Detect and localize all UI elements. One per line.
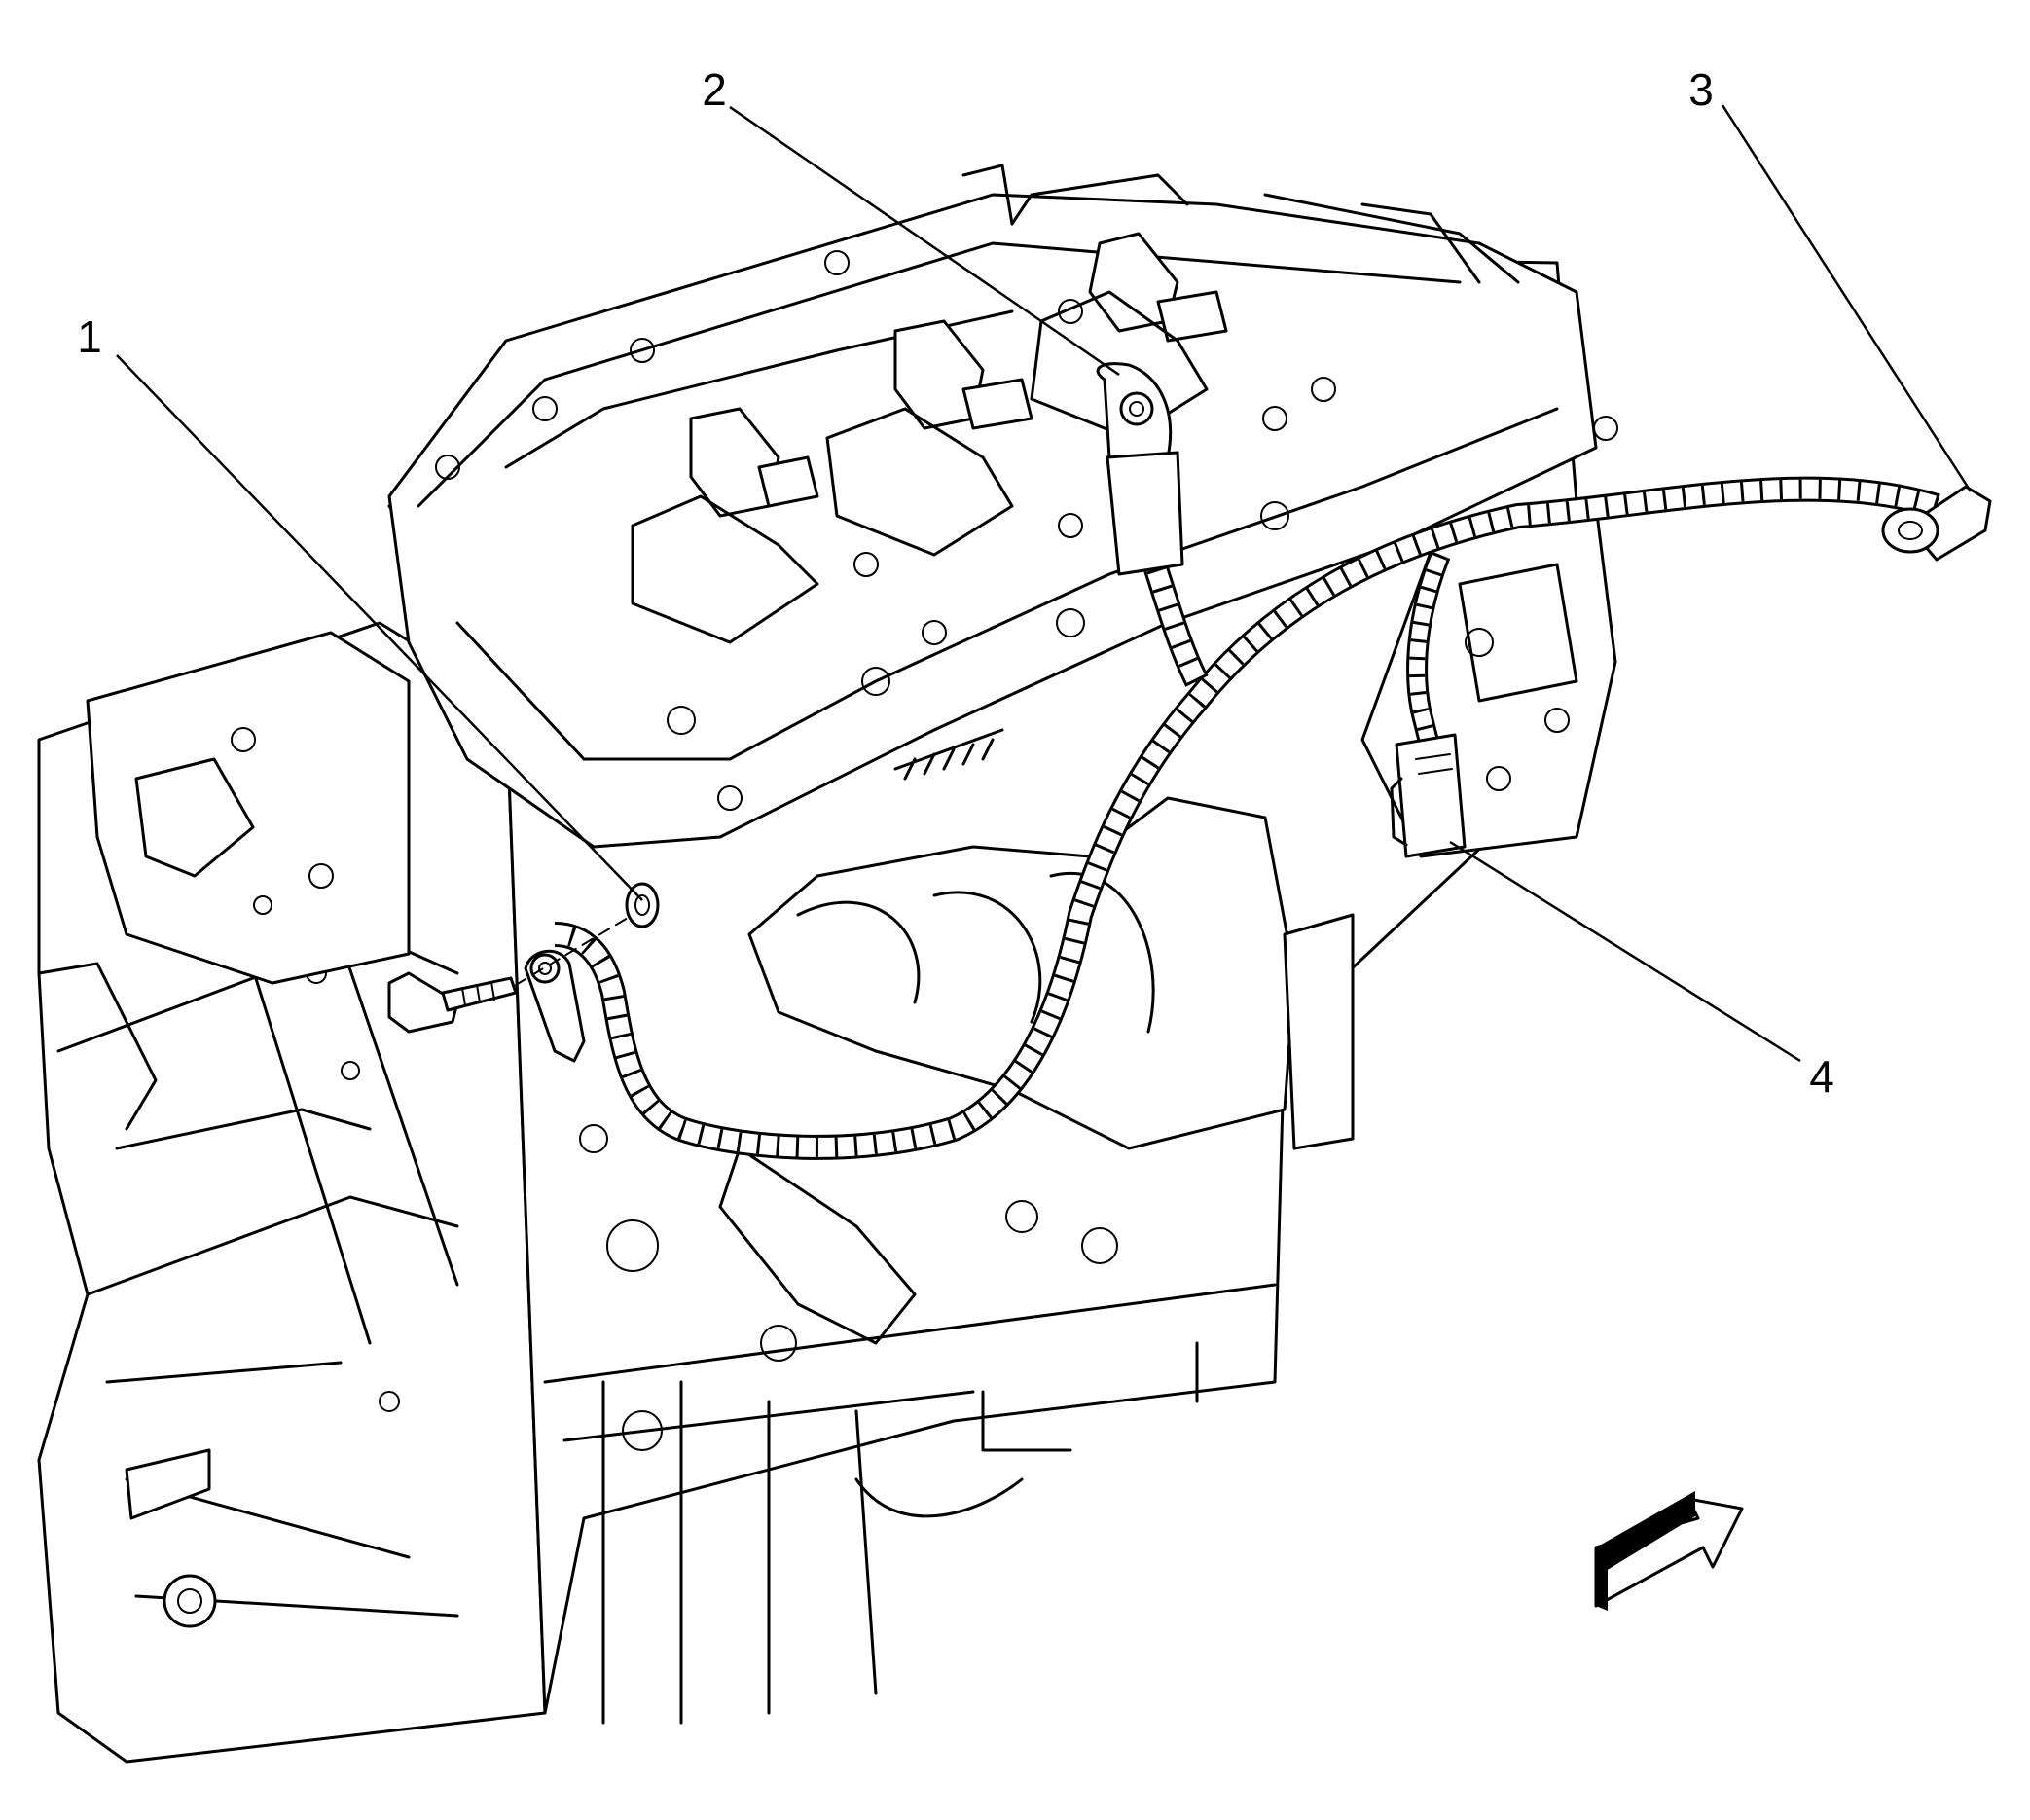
- ignition-coil-1: [631, 407, 819, 644]
- callout-label-3: 3: [1688, 64, 1714, 115]
- callout-2: 2: [702, 64, 1120, 377]
- ignition-coil-3: [1030, 232, 1228, 440]
- callout-3: 3: [1688, 64, 1973, 492]
- harness-connector: [1390, 733, 1467, 858]
- callout-4: 4: [1449, 840, 1834, 1102]
- ignition-coil-2: [825, 319, 1033, 557]
- battery-cable-ring-terminal: [1881, 485, 1992, 562]
- callout-1: 1: [77, 311, 643, 901]
- callout-label-1: 1: [77, 311, 102, 362]
- ground-strap: [524, 949, 586, 1063]
- engine-assembly: [37, 164, 1618, 1764]
- head-bolts: [435, 250, 1618, 811]
- ground-cable-ring-terminal: [1096, 362, 1184, 576]
- ground-bolt: [387, 971, 518, 1034]
- wiring-harness: [387, 362, 1992, 1160]
- callout-label-2: 2: [702, 64, 727, 115]
- callout-label-4: 4: [1809, 1051, 1834, 1102]
- front-view-arrow-icon: [1594, 1491, 1744, 1611]
